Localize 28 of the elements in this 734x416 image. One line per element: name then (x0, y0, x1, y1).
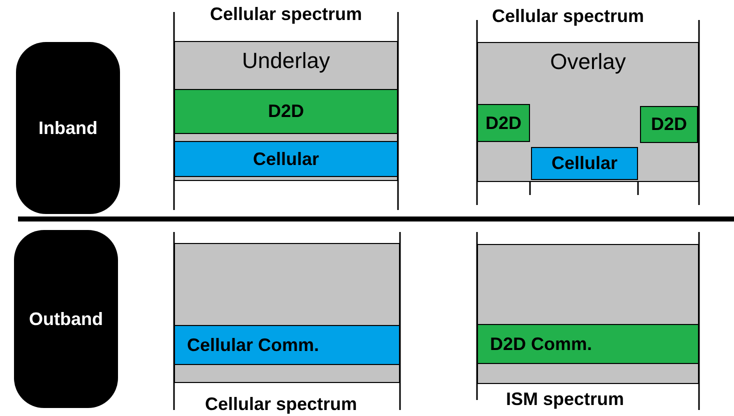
spectrum-label: Cellular spectrum (210, 4, 362, 25)
band-label: Cellular (551, 153, 618, 174)
d2d-band (640, 106, 698, 143)
cellular-band (174, 325, 400, 365)
band-label-box (14, 230, 118, 408)
band-label-box (16, 42, 120, 214)
band-label: Cellular Comm. (187, 334, 320, 356)
cellular-band (174, 141, 398, 177)
cellular-band (531, 147, 638, 180)
spectrum-label: ISM spectrum (506, 389, 624, 410)
spectrum-label: Cellular spectrum (492, 6, 644, 27)
band-label: D2D (268, 101, 304, 122)
d2d-band (477, 324, 699, 364)
spectrum-title: Overlay (550, 49, 626, 75)
band-label: D2D (485, 112, 522, 134)
band-label: D2D (650, 114, 687, 135)
d2d-band (477, 104, 530, 142)
band-label: Cellular (252, 148, 320, 170)
d2d-band (174, 89, 398, 134)
spectrum-block (174, 243, 400, 383)
spectrum-block (174, 41, 398, 181)
band-label: Inband (38, 118, 98, 138)
band-label: Outband (29, 308, 103, 330)
spectrum-title: Underlay (242, 48, 330, 74)
band-label: D2D Comm. (490, 334, 592, 354)
spectrum-block (477, 42, 699, 182)
spectrum-label: Cellular spectrum (204, 394, 358, 415)
spectrum-block (477, 244, 699, 384)
